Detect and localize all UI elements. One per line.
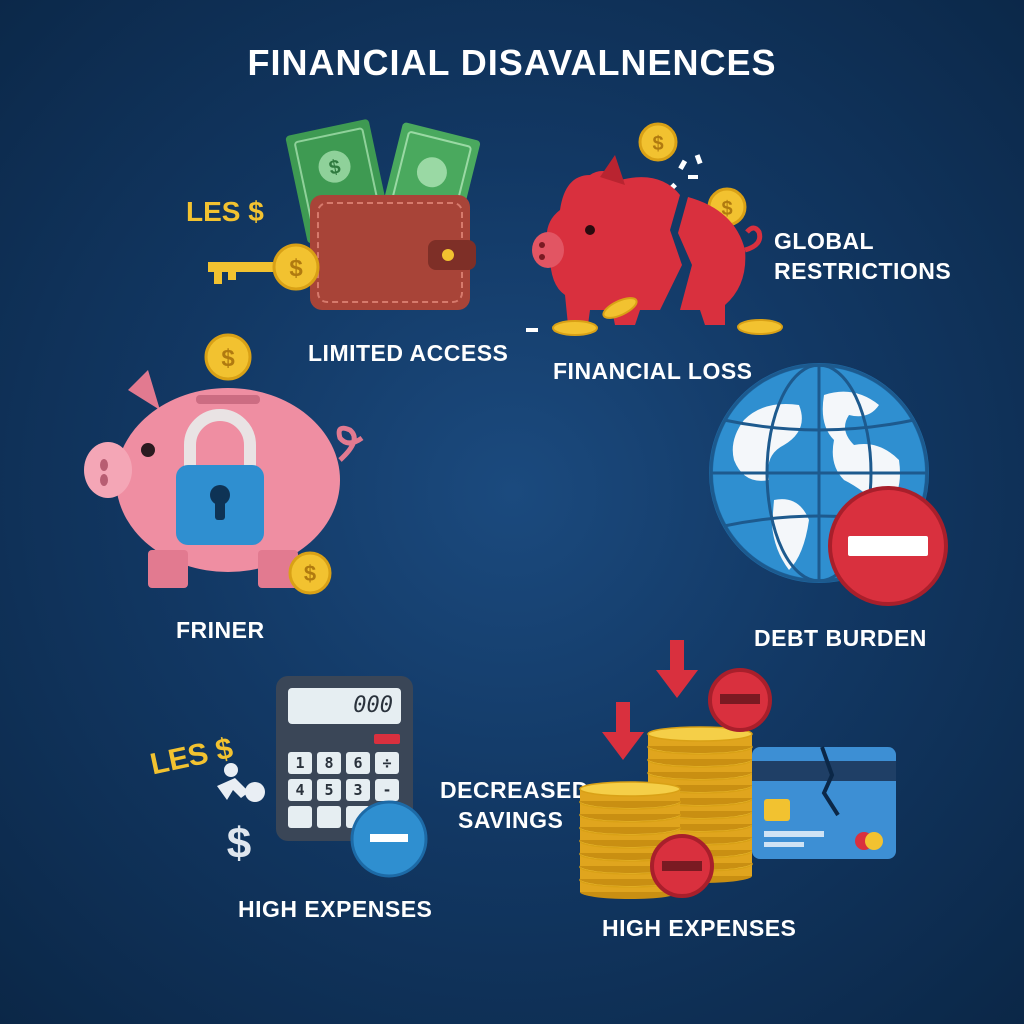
no-entry-icon xyxy=(828,486,948,606)
debt-burden-label: DEBT BURDEN xyxy=(754,625,927,651)
key-icon: $ xyxy=(208,243,320,291)
coin-stack-icon xyxy=(579,640,772,899)
calculator-key: 5 xyxy=(317,779,341,801)
decreased-savings-label-line1: DECREASED xyxy=(440,777,589,803)
svg-text:$: $ xyxy=(221,345,235,372)
calculator-key: - xyxy=(375,779,399,801)
svg-text:$: $ xyxy=(304,561,316,586)
locked-piggy-bank-icon: $ $ xyxy=(84,333,364,595)
calculator-key: 6 xyxy=(346,752,370,774)
financial-loss-label: FINANCIAL LOSS xyxy=(553,358,753,384)
friner-label: FRINER xyxy=(176,617,265,643)
svg-text:$: $ xyxy=(227,819,251,868)
global-restrictions-label-line2: RESTRICTIONS xyxy=(774,258,952,284)
page-title: FINANCIAL DISAVALNENCES xyxy=(247,42,777,83)
les-dollar-label-top: LES $ xyxy=(186,196,264,227)
scattered-dollar-icon: $ xyxy=(217,763,265,868)
high-expenses-label-right: HIGH EXPENSES xyxy=(602,915,797,941)
calculator-key: 8 xyxy=(317,752,341,774)
global-restrictions-label-line1: GLOBAL xyxy=(774,228,875,254)
decreased-savings-label-line2: SAVINGS xyxy=(458,807,564,833)
broken-credit-card-icon xyxy=(752,746,896,859)
svg-text:$: $ xyxy=(652,133,663,155)
calculator-key: 1 xyxy=(288,752,312,774)
calculator-clear-key xyxy=(374,734,400,744)
high-expenses-label-left: HIGH EXPENSES xyxy=(238,896,433,922)
svg-text:$: $ xyxy=(289,255,303,282)
broken-piggy-bank-icon: $ $ xyxy=(526,122,783,336)
calculator-key: 4 xyxy=(288,779,312,801)
minus-icon xyxy=(350,800,428,878)
calculator-key xyxy=(317,806,341,828)
limited-access-label: LIMITED ACCESS xyxy=(308,340,509,366)
wallet-icon: $ xyxy=(285,119,481,310)
calculator-display: 000 xyxy=(288,688,401,724)
svg-text:$: $ xyxy=(327,156,342,180)
calculator-key xyxy=(288,806,312,828)
calculator-key: ÷ xyxy=(375,752,399,774)
svg-text:$: $ xyxy=(721,198,732,220)
calculator-key: 3 xyxy=(346,779,370,801)
